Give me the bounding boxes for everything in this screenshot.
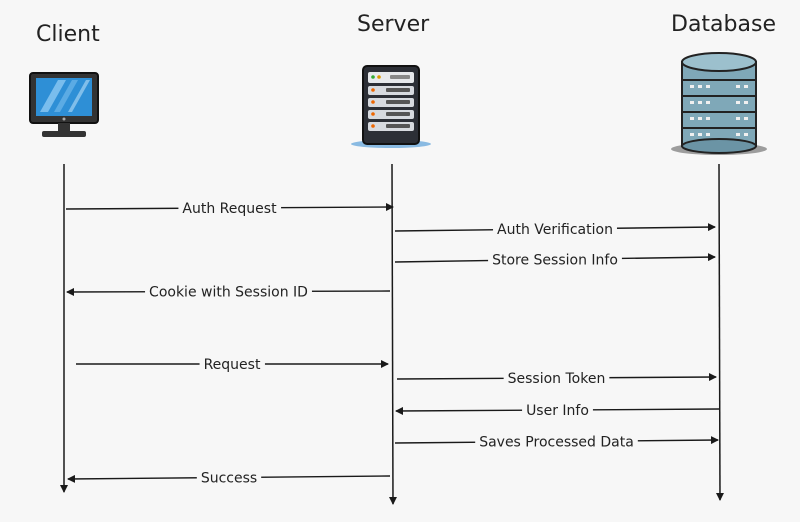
message-label-background — [196, 469, 262, 488]
message-label: Session Token — [508, 371, 606, 387]
message-label: User Info — [526, 403, 589, 419]
server-lifeline — [388, 163, 397, 505]
message-auth-request: Auth Request — [65, 200, 394, 218]
message-request: Request — [76, 356, 389, 374]
message-user-info: User Info — [395, 402, 720, 420]
server-rack-icon — [351, 65, 431, 148]
message-store-session-info: Store Session Info — [394, 251, 716, 270]
message-session-token: Session Token — [396, 370, 717, 388]
message-label: Store Session Info — [492, 253, 618, 269]
message-label: Auth Request — [182, 201, 277, 217]
message-label: Auth Verification — [497, 222, 613, 238]
database-icon — [671, 52, 767, 155]
message-label-background — [493, 221, 617, 239]
message-label: Saves Processed Data — [479, 435, 634, 451]
message-cookie-with-session-id: Cookie with Session ID — [66, 283, 391, 302]
message-label-background — [522, 402, 593, 420]
client-label: Client — [36, 22, 100, 47]
server-label: Server — [357, 12, 430, 37]
monitor-icon — [29, 72, 99, 137]
message-label-background — [488, 251, 622, 270]
message-label-background — [178, 200, 282, 218]
message-label-background — [475, 433, 638, 452]
message-success: Success — [67, 469, 391, 488]
message-saves-processed-data: Saves Processed Data — [394, 433, 719, 452]
database-label: Database — [671, 12, 776, 37]
message-label-background — [503, 370, 610, 388]
database-lifeline — [715, 163, 724, 501]
message-auth-verification: Auth Verification — [394, 221, 716, 239]
message-label: Cookie with Session ID — [149, 285, 308, 301]
message-label: Request — [204, 357, 261, 373]
message-label-background — [199, 356, 265, 374]
message-label-background — [145, 283, 312, 302]
message-label: Success — [201, 471, 257, 487]
